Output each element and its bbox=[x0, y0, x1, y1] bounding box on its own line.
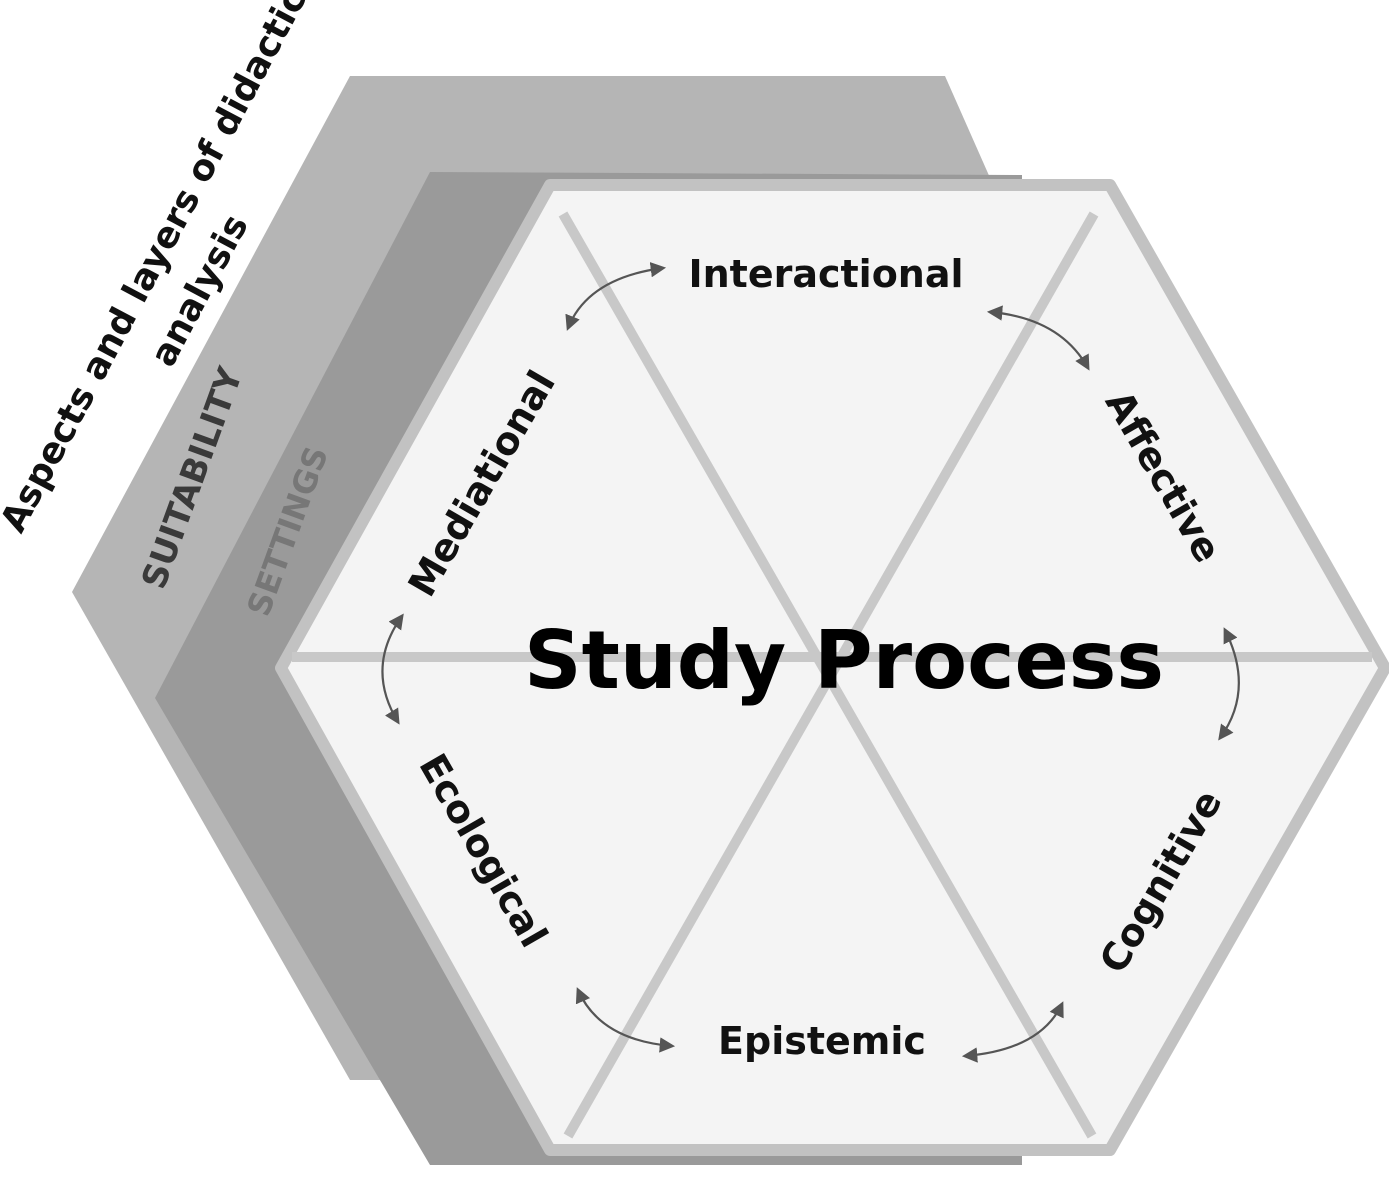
arrow-mediational-interactional bbox=[565, 261, 667, 331]
facet-epistemic: Epistemic bbox=[718, 1019, 926, 1063]
arrow-ecological-mediational bbox=[381, 613, 404, 725]
center-label: Study Process bbox=[524, 614, 1164, 707]
arrow-epistemic-ecological bbox=[575, 987, 676, 1053]
arrow-interactional-affective bbox=[986, 305, 1090, 371]
arrow-affective-cognitive bbox=[1218, 627, 1240, 741]
facet-arrows bbox=[381, 261, 1240, 1063]
facet-interactional: Interactional bbox=[688, 252, 963, 296]
arrow-cognitive-epistemic bbox=[961, 1001, 1064, 1063]
